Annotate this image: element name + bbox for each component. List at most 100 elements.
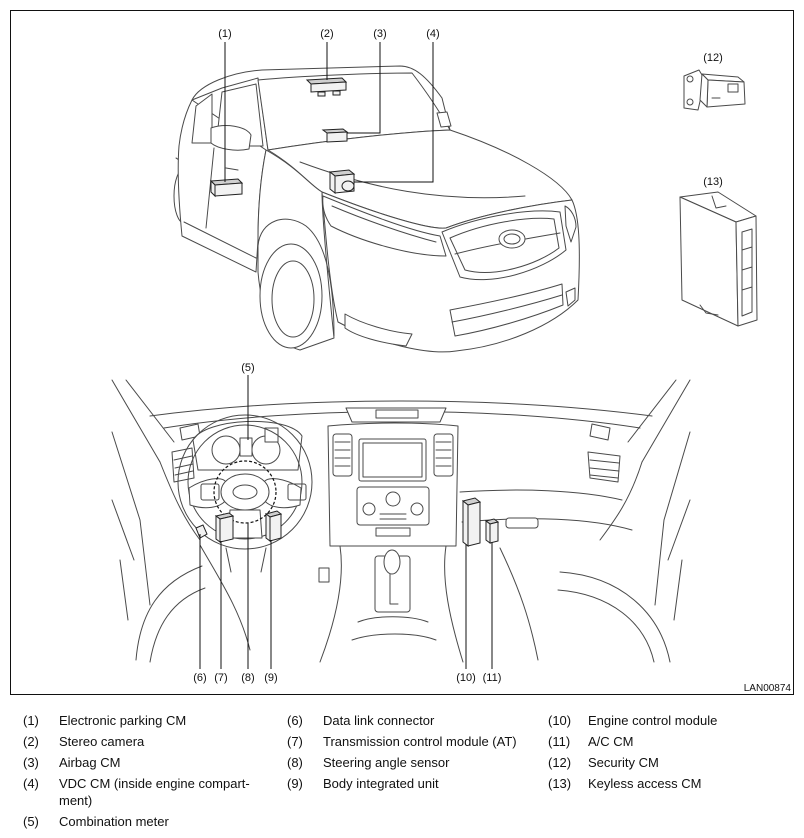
legend-item: (7) Transmission control module (AT) [287, 733, 553, 750]
legend-item: (11) A/C CM [548, 733, 804, 750]
legend-item: (2) Stereo camera [23, 733, 289, 750]
steering-angle-sensor-outline [213, 460, 277, 524]
legend-text: Security CM [588, 755, 659, 770]
left-headlight-inner [331, 205, 437, 243]
panel-buttons [379, 513, 407, 520]
left-seat [135, 565, 206, 663]
legend-column-1: (1) Electronic parking CM (2) Stereo cam… [23, 712, 289, 834]
steering-emblem [232, 484, 258, 500]
windshield-base [149, 400, 653, 417]
navigation-screen-inner [362, 442, 423, 478]
callout-label-9: (9) [264, 672, 277, 684]
leader-line-4 [354, 42, 434, 183]
top-display [375, 409, 419, 419]
callout-label-10: (10) [456, 672, 476, 684]
callout-label-1: (1) [218, 28, 231, 40]
steering-wheel [177, 414, 313, 573]
glove-box-top [459, 489, 623, 501]
right-knob-icon [410, 502, 424, 516]
callout-label-6: (6) [193, 672, 206, 684]
center-knob-icon [385, 491, 401, 507]
legend-number: (9) [287, 776, 303, 791]
front-grille-inner [449, 217, 560, 273]
legend-item: (8) Steering angle sensor [287, 754, 553, 771]
figure-code: LAN00874 [744, 683, 792, 694]
callout-label-12: (12) [703, 52, 723, 64]
callout-label-8: (8) [241, 672, 254, 684]
glove-box-handle [505, 517, 539, 529]
legend-item: (13) Keyless access CM [548, 775, 804, 792]
legend-number: (12) [548, 755, 572, 770]
callout-label-5: (5) [241, 362, 254, 374]
legend-text: Steering angle sensor [323, 755, 450, 770]
steering-column [225, 547, 267, 573]
rear-door-window [191, 93, 213, 144]
security-cm-module [683, 69, 746, 111]
dashboard-illustration [111, 379, 691, 663]
legend-item: (12) Security CM [548, 754, 804, 771]
console-front [351, 616, 437, 641]
legend-number: (5) [23, 814, 39, 829]
legend-item: (4) VDC CM (inside engine compart- ment) [23, 775, 289, 809]
data-link-connector-box [195, 524, 208, 539]
emblem-inner [503, 233, 521, 245]
legend-text: Electronic parking CM [59, 713, 187, 728]
disc-slot [375, 527, 411, 537]
callout-label-7: (7) [214, 672, 227, 684]
legend-number: (1) [23, 713, 39, 728]
hood-crease [299, 161, 526, 199]
legend-item: (6) Data link connector [287, 712, 553, 729]
legend-item: (1) Electronic parking CM [23, 712, 289, 729]
ac-cm-box [484, 518, 500, 544]
top-display-housing [345, 407, 447, 423]
legend-text: A/C CM [588, 734, 634, 749]
right-defrost-vent [589, 423, 611, 441]
front-wheel-arch [257, 218, 335, 337]
legend-column-2: (6) Data link connector (7) Transmission… [287, 712, 553, 796]
legend-item: (10) Engine control module [548, 712, 804, 729]
callout-label-3: (3) [373, 28, 386, 40]
legend-item: (3) Airbag CM [23, 754, 289, 771]
legend-text: Engine control module [588, 713, 718, 728]
console-right-edge [444, 545, 464, 663]
meter-screen [264, 427, 279, 443]
legend-text: Airbag CM [59, 755, 121, 770]
legend-number: (4) [23, 776, 39, 791]
right-a-pillar [627, 379, 691, 463]
legend-number: (2) [23, 734, 39, 749]
electronic-parking-cm-box [209, 178, 244, 198]
figure-frame [10, 10, 794, 695]
right-side-mirror [436, 111, 452, 128]
right-floor [499, 547, 539, 661]
engine-control-module-box [461, 497, 482, 548]
navigation-screen [358, 438, 427, 482]
console-left-edge [319, 545, 342, 663]
right-headlight [564, 205, 577, 243]
stereo-camera-box [305, 77, 348, 97]
left-door-panel [111, 431, 151, 621]
sill-line [183, 221, 257, 259]
left-spoke-switches [200, 483, 220, 501]
lower-grille-slat [451, 294, 563, 323]
legend-item: (9) Body integrated unit [287, 775, 553, 792]
legend-number: (13) [548, 776, 572, 791]
legend-number: (11) [548, 734, 571, 749]
center-left-vent [332, 433, 353, 477]
right-door-panel [654, 431, 691, 621]
steering-hub [220, 473, 270, 511]
shift-knob [383, 549, 401, 575]
callout-label-2: (2) [320, 28, 333, 40]
dash-lower-right [599, 461, 643, 541]
callout-label-13: (13) [703, 176, 723, 188]
legend-text: Keyless access CM [588, 776, 702, 791]
left-a-pillar [111, 379, 175, 463]
meter-display [239, 437, 253, 457]
legend-text: VDC CM (inside engine compart- ment) [59, 776, 250, 808]
vdc-cm-box [328, 169, 356, 195]
door-line [205, 147, 215, 229]
left-side-mirror [210, 125, 252, 151]
front-wheel-rim [271, 260, 315, 338]
left-fog-light [344, 313, 413, 347]
dash-lower-left [159, 461, 201, 541]
legend-text: Data link connector [323, 713, 435, 728]
